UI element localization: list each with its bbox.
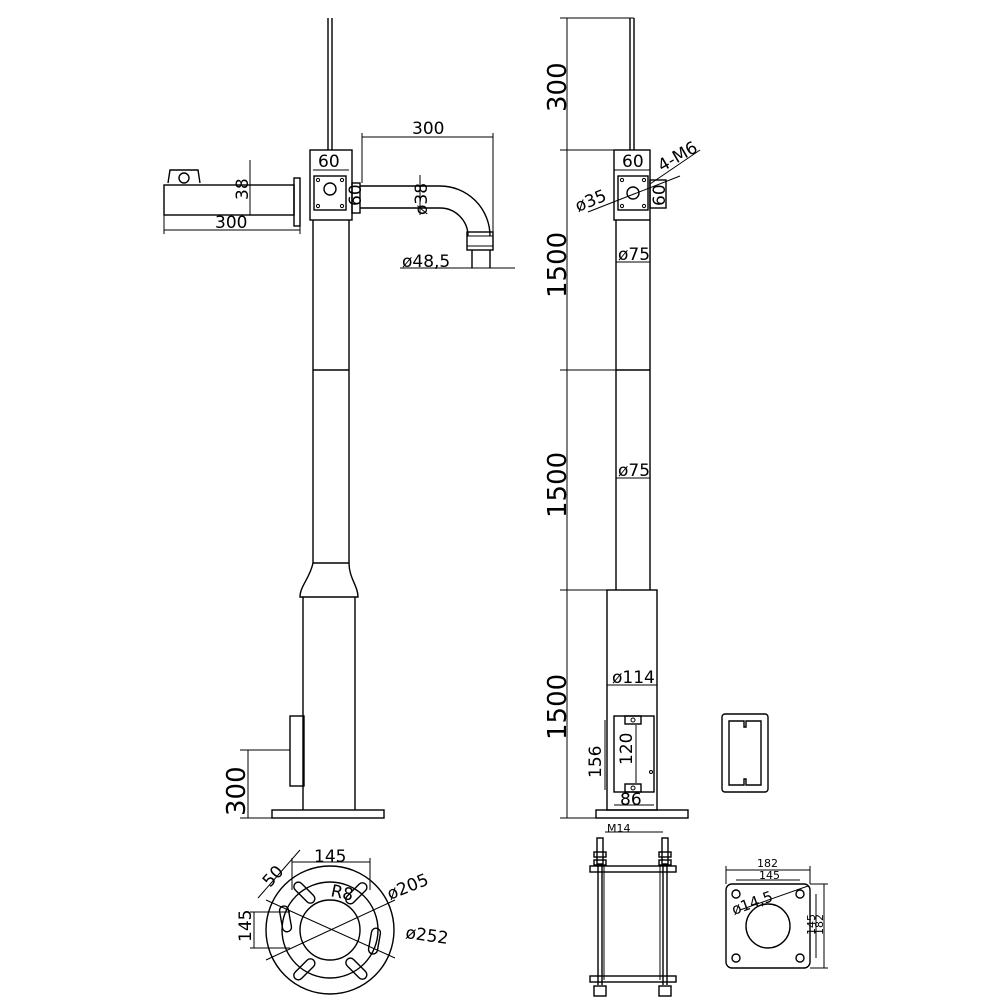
pipe-diameter-1-label: ø75 <box>618 245 650 265</box>
left-box-width-label: 60 <box>318 152 340 172</box>
door-width-label: 86 <box>620 790 642 810</box>
pole-section-2-label: 1500 <box>543 452 573 518</box>
door-inner-height-label: 120 <box>617 733 637 765</box>
handhole-height-label: 300 <box>222 766 252 816</box>
outer-diameter-label: ø252 <box>404 923 449 949</box>
base-pipe-diameter-label: ø114 <box>612 668 655 688</box>
bolt-spacing-label: 145 <box>759 869 780 882</box>
pole-section-3-label: 1500 <box>543 674 573 740</box>
left-elevation: 300 300 38 60 60 ø48,5 300 ø38 <box>163 18 515 819</box>
bolt-spacing-y-label: 145 <box>236 910 256 942</box>
door-cover-detail <box>721 713 769 793</box>
socket-diameter-label: ø48,5 <box>402 252 450 272</box>
door-height-label: 156 <box>586 746 606 778</box>
bolt-spacing-x-label: 145 <box>314 847 346 867</box>
bolt-size-label: M14 <box>607 822 631 835</box>
bolts-label: 4-M6 <box>655 138 702 177</box>
base-plan: 145 145 50 R8 ø205 ø252 <box>236 847 450 995</box>
left-box-height-label: 60 <box>346 184 366 206</box>
pole-section-1-label: 1500 <box>543 232 573 298</box>
bolt-spacing-v-label: 145 <box>805 914 818 935</box>
inner-diameter-label: ø205 <box>384 870 431 905</box>
anchor-cage: M14 <box>589 822 677 997</box>
plate-hole-diameter-label: ø14,5 <box>729 887 775 918</box>
hole-diameter-label: ø35 <box>572 186 609 217</box>
left-bracket-diameter-label: 38 <box>233 178 253 200</box>
slotted-holes <box>278 881 382 981</box>
slot-radius-label: R8 <box>329 881 355 905</box>
plate-width-label: 182 <box>757 857 778 870</box>
anchor-plate: 182 145 ø14,5 182 145 <box>725 857 828 969</box>
base-plate <box>271 809 385 819</box>
left-bracket <box>163 184 295 216</box>
right-box-width-label: 60 <box>622 152 644 172</box>
pipe-diameter-2-label: ø75 <box>618 461 650 481</box>
left-bracket-length-label: 300 <box>215 213 247 233</box>
arm-length-label: 300 <box>412 119 444 139</box>
right-elevation: 156 120 86 ø75 ø75 ø114 60 60 ø35 4-M6 3… <box>543 17 702 819</box>
top-rod-label: 300 <box>543 62 573 112</box>
right-box-height-label: 60 <box>650 184 670 206</box>
hand-hole-door <box>289 715 305 787</box>
arm-diameter-label: ø38 <box>412 183 432 215</box>
slot-width-label: 50 <box>259 862 288 891</box>
arm-socket <box>466 231 494 251</box>
